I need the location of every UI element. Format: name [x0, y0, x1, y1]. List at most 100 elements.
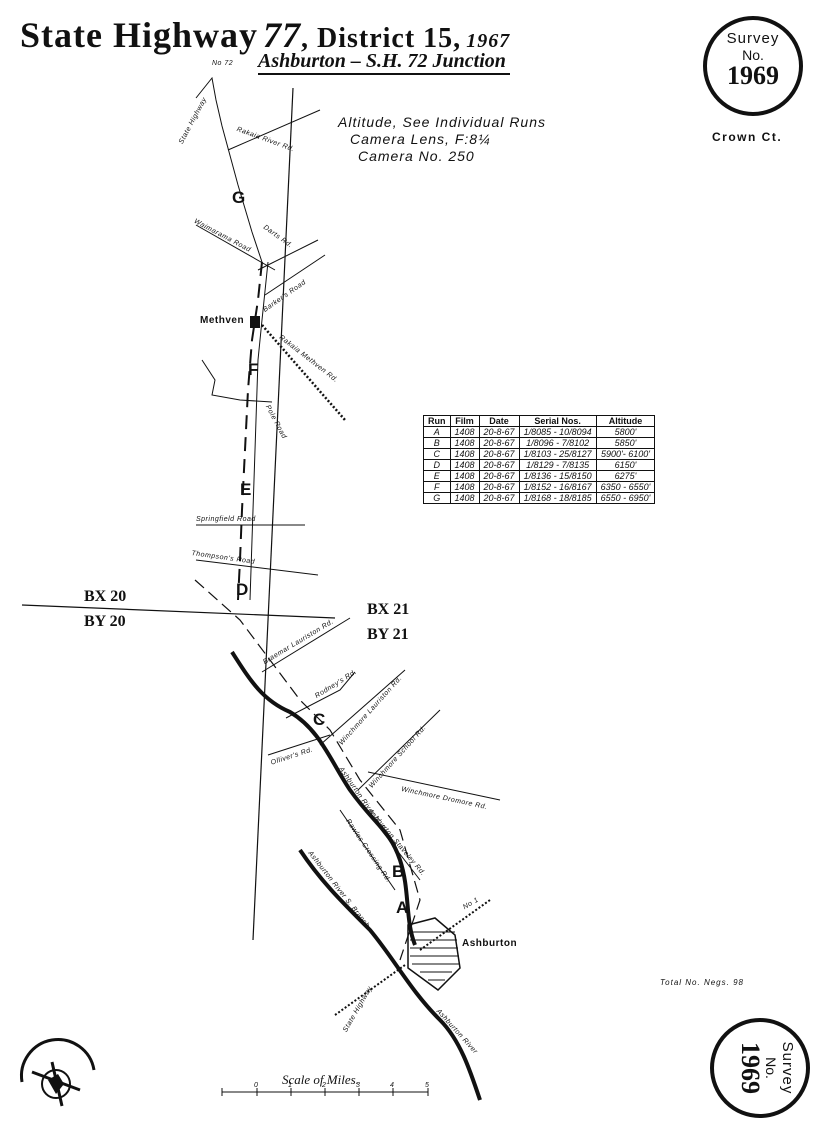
cell-date: 20-8-67: [478, 426, 520, 438]
aerial-mapping-logo: [20, 1038, 96, 1107]
cell-altitude: 6275': [595, 470, 656, 482]
grid-label-bx21: BX 21: [367, 601, 410, 618]
cell-film: 1408: [449, 448, 480, 460]
scale-tick-label: 1: [288, 1082, 293, 1089]
methven-marker: [250, 316, 260, 328]
highway-methven-south: [249, 261, 269, 601]
map-subtitle: Ashburton – S.H. 72 Junction: [258, 50, 510, 75]
cell-date: 20-8-67: [478, 470, 520, 482]
cell-date: 20-8-67: [478, 492, 520, 504]
badge-no-label: No.: [763, 1057, 779, 1079]
title-number: 77: [263, 15, 301, 55]
state-highway-72: [195, 76, 263, 263]
cell-altitude: 6350 - 6550': [595, 481, 656, 493]
cell-film: 1408: [449, 481, 480, 493]
road-label-sh72: No 72: [212, 60, 234, 67]
cell-run: E: [423, 470, 451, 482]
road-winchmore-school: [357, 709, 441, 791]
header-altitude: Altitude: [595, 415, 656, 427]
cell-date: 20-8-67: [478, 481, 520, 493]
scale-bar: [221, 1088, 429, 1096]
cell-film: 1408: [449, 437, 480, 449]
scale-tick-label: 4: [390, 1082, 395, 1089]
note-camera: Camera No. 250: [358, 148, 475, 164]
cell-serial: 1/8103 - 25/8127: [518, 448, 597, 460]
road-rakaia-methven: [261, 324, 346, 421]
road-darts: [257, 239, 319, 271]
cell-date: 20-8-67: [478, 448, 520, 460]
cell-altitude: 5800': [595, 426, 656, 438]
title-district: , District 15,: [301, 23, 462, 54]
cell-film: 1408: [449, 470, 480, 482]
scale-title: Scale of Miles.: [282, 1072, 359, 1087]
cell-serial: 1/8096 - 7/8102: [518, 437, 597, 449]
run-label-c: C: [313, 710, 326, 729]
camera-notes: Altitude, See Individual Runs Camera Len…: [338, 114, 546, 165]
map-title: State Highway 77, District 15, 1967: [20, 14, 510, 56]
cell-altitude: 6150': [595, 459, 656, 471]
road-braemar: [261, 617, 351, 673]
flight-line-lower: [194, 579, 421, 961]
cell-run: G: [423, 492, 451, 504]
run-label-a: A: [396, 898, 409, 917]
run-label-e: E: [240, 480, 252, 499]
cell-serial: 1/8129 - 7/8135: [518, 459, 597, 471]
river-ashburton-south: [298, 848, 482, 1101]
run-label-b: B: [392, 862, 405, 881]
cell-altitude: 5850': [595, 437, 656, 449]
title-year: 1967: [466, 30, 511, 52]
header-serial: Serial Nos.: [518, 415, 597, 427]
road-rodneys: [285, 671, 356, 719]
survey-badge-top: Survey No. 1969: [703, 16, 803, 116]
badge-number: 1969: [727, 61, 779, 90]
survey-badge-bottom: Survey No. 1969: [710, 1018, 810, 1118]
road-waimarama: [195, 224, 276, 271]
ashburton-town: [407, 917, 461, 991]
grid-label-by21: BY 21: [367, 626, 409, 643]
run-label-f: F: [248, 360, 259, 379]
cell-run: B: [423, 437, 451, 449]
header-film: Film: [449, 415, 480, 427]
cell-film: 1408: [449, 492, 480, 504]
river-ashburton-north: [230, 650, 417, 946]
run-label-g: G: [232, 188, 246, 207]
flight-line-upper: [237, 261, 263, 601]
badge-no-label: No.: [742, 47, 764, 63]
header-date: Date: [478, 415, 520, 427]
road-barkers: [264, 254, 326, 296]
run-table-header: Run Film Date Serial Nos. Altitude: [423, 415, 656, 427]
total-negatives: Total No. Negs. 98: [660, 978, 744, 987]
place-ashburton: Ashburton: [462, 938, 518, 949]
crown-copyright: Crown Ct.: [712, 130, 783, 144]
note-altitude: Altitude, See Individual Runs: [338, 114, 546, 130]
cell-date: 20-8-67: [478, 437, 520, 449]
cell-serial: 1/8168 - 18/8185: [518, 492, 597, 504]
grid-label-by20: BY 20: [84, 613, 126, 630]
cell-run: A: [423, 426, 451, 438]
road-label-springfield: Springfield Road: [196, 516, 256, 523]
cell-serial: 1/8152 - 16/8167: [518, 481, 597, 493]
grid-label-bx20: BX 20: [84, 588, 127, 605]
scale-tick-label: 2: [322, 1082, 327, 1089]
road-rawles: [339, 809, 396, 891]
badge-survey-label: Survey: [726, 30, 780, 47]
cell-run: F: [423, 481, 451, 493]
road-pole: [201, 359, 273, 403]
road-winchmore-dromore: [367, 771, 501, 801]
cell-film: 1408: [449, 459, 480, 471]
grid-meridian: [252, 87, 294, 941]
run-label-d: D: [236, 580, 249, 599]
cell-serial: 1/8136 - 15/8150: [518, 470, 597, 482]
cell-run: D: [423, 459, 451, 471]
title-prefix: State Highway: [20, 15, 258, 55]
cell-altitude: 5900'- 6100': [595, 448, 656, 460]
cell-serial: 1/8085 - 10/8094: [518, 426, 597, 438]
